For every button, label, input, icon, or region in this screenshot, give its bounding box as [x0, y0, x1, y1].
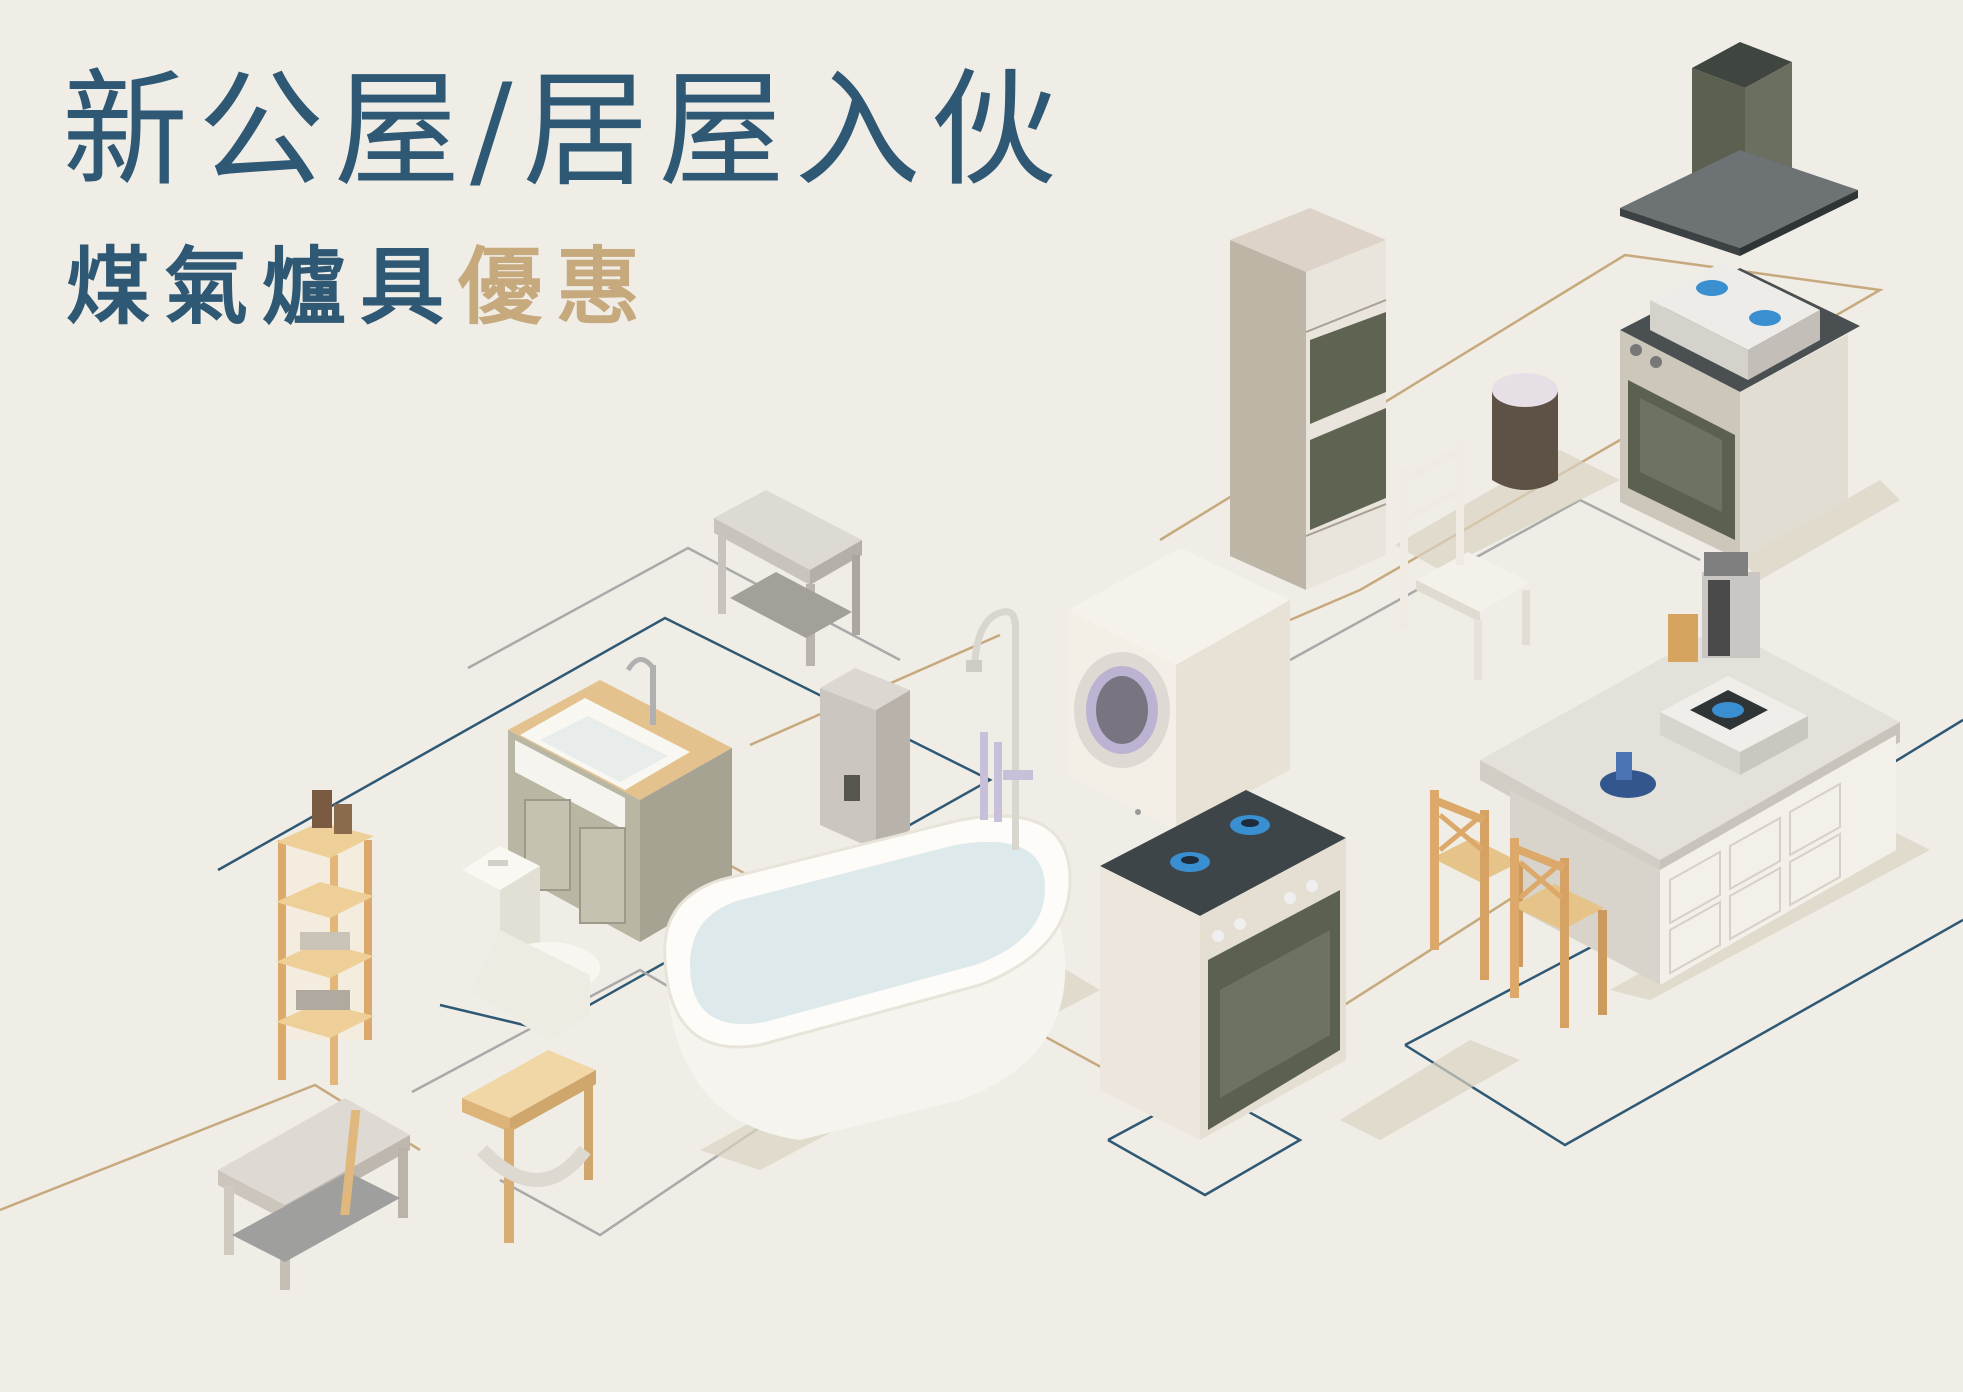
- water-heater: [820, 668, 910, 850]
- bar-stool-1: [1430, 790, 1523, 980]
- headline: 新公屋/居屋入伙: [62, 57, 1067, 204]
- gold-outline-3: [1159, 253, 1884, 622]
- burner-flame-icon: [1696, 280, 1728, 296]
- island-drawers: [1669, 782, 1841, 975]
- washing-machine: [1068, 548, 1290, 830]
- table-top-gas-stove: [1660, 676, 1808, 775]
- burner-flame-icon: [1230, 815, 1270, 835]
- bar-stool-2: [1510, 838, 1607, 1028]
- burner-flame-icon: [1749, 310, 1781, 326]
- bath-faucet: [966, 608, 1033, 850]
- range-hood: [1620, 42, 1858, 256]
- bathroom-shelf-unit: [276, 790, 374, 1085]
- stool: [340, 1050, 596, 1243]
- navy-outline-1: [217, 616, 993, 1032]
- toilet: [462, 846, 600, 1042]
- juicer: [1668, 552, 1760, 662]
- subheadline-accent: 優惠: [458, 237, 655, 336]
- side-console: [714, 490, 862, 666]
- burner-flame-icon: [1170, 852, 1210, 872]
- kitchen-island: [1480, 626, 1900, 985]
- burner-flame-icon: [1712, 702, 1744, 718]
- bathtub: [663, 814, 1072, 1140]
- freestanding-gas-cooker: [1100, 790, 1346, 1140]
- subheadline: 煤氣爐具優惠: [66, 245, 654, 329]
- chair: [1400, 440, 1530, 680]
- tall-fridge-oven: [1230, 208, 1387, 590]
- sink-cabinet: [508, 657, 732, 942]
- gas-range-with-oven: [1620, 262, 1860, 560]
- side-table: [218, 1098, 410, 1290]
- subheadline-main: 煤氣爐具: [66, 237, 459, 336]
- trash-bin: [1492, 373, 1558, 490]
